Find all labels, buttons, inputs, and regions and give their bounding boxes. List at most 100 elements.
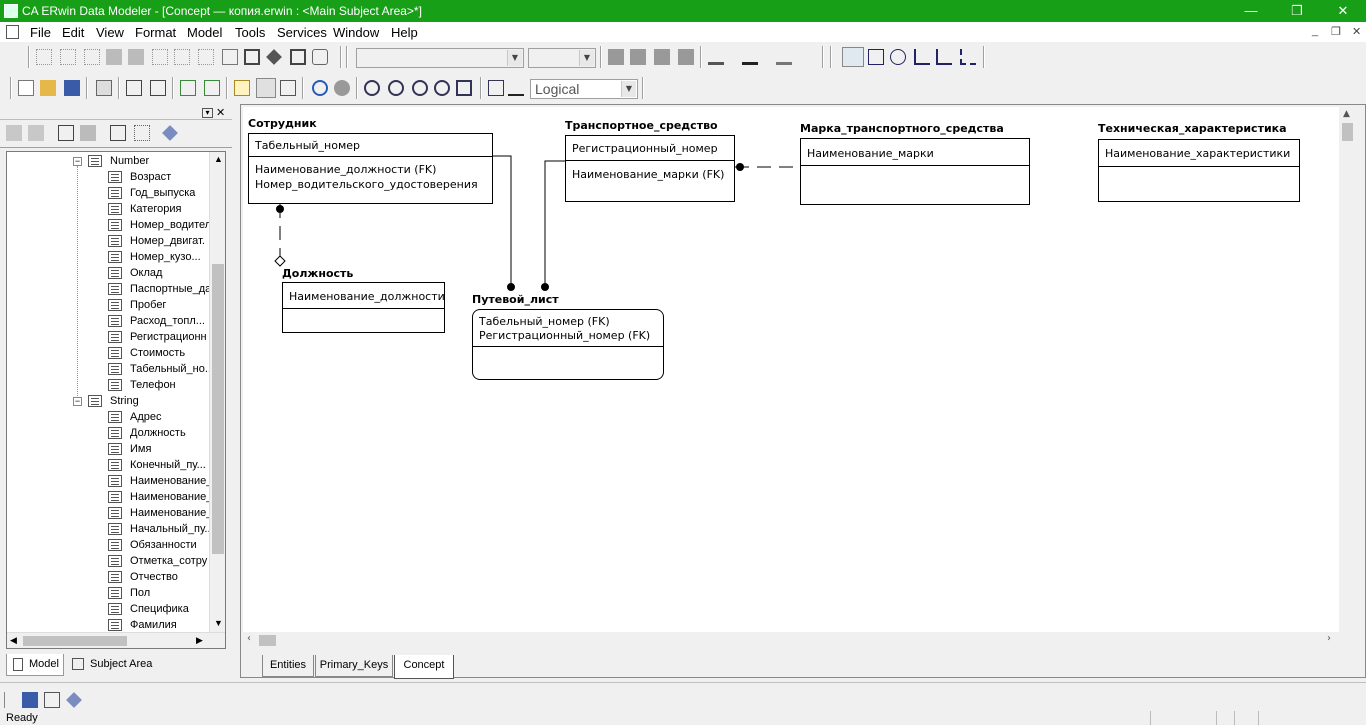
tree-item[interactable]: Начальный_пу... (130, 523, 214, 535)
tree-group-number[interactable]: Number (110, 155, 150, 167)
tree-item[interactable]: Фамилия (130, 619, 177, 631)
tree-item[interactable]: Пол (130, 587, 151, 599)
filter-icon[interactable] (134, 125, 150, 141)
tree-item[interactable]: Отметка_сотру (130, 555, 208, 567)
settings-icon[interactable] (312, 49, 328, 65)
scroll-thumb[interactable] (1342, 123, 1353, 141)
model-tree[interactable]: − Number Возраст Год_выпуска Категория Н… (6, 151, 226, 649)
close-button[interactable]: ✕ (1337, 3, 1349, 18)
tree-item[interactable]: Наименование_ (130, 491, 213, 503)
report-icon[interactable] (44, 692, 60, 708)
zoom-in-icon[interactable] (388, 80, 404, 96)
tree-vertical-scrollbar[interactable]: ▲ ▼ (209, 152, 225, 632)
entity-display-icon[interactable] (234, 80, 250, 96)
diagram-icon[interactable] (488, 80, 504, 96)
tree-item[interactable]: Номер_водител (130, 219, 212, 231)
zoom-out-icon[interactable] (364, 80, 380, 96)
space-vertical-icon[interactable] (198, 49, 214, 65)
tree-item[interactable]: Номер_двигат. (130, 235, 205, 247)
collapse-icon[interactable]: − (73, 396, 82, 406)
identifying-relationship-icon[interactable] (914, 49, 930, 65)
search-icon[interactable] (110, 125, 126, 141)
tree-item[interactable]: Отчество (130, 571, 178, 583)
tree-group-string[interactable]: String (110, 395, 139, 407)
pointer-tool-icon[interactable] (842, 47, 864, 67)
center-icon[interactable] (222, 49, 238, 65)
entity-employee[interactable]: Табельный_номер Наименование_должности (… (248, 133, 493, 204)
save-bottom-icon[interactable] (22, 692, 38, 708)
menu-help[interactable]: Help (391, 25, 418, 40)
properties-icon[interactable] (58, 125, 74, 141)
scroll-down-icon[interactable]: ▼ (214, 618, 223, 628)
stop-icon[interactable] (334, 80, 350, 96)
binoculars-icon[interactable] (126, 80, 142, 96)
menu-file[interactable]: File (30, 25, 51, 40)
diagram-canvas[interactable]: Сотрудник Табельный_номер Наименование_д… (243, 107, 1339, 632)
tree-item[interactable]: Пробег (130, 299, 167, 311)
scroll-thumb[interactable] (23, 636, 127, 646)
tree-item[interactable]: Оклад (130, 267, 163, 279)
scroll-left-icon[interactable]: ‹ (247, 633, 251, 644)
tree-item[interactable]: Табельный_но... (130, 363, 215, 375)
key-display-icon[interactable] (280, 80, 296, 96)
scroll-thumb[interactable] (212, 264, 224, 554)
tree-item[interactable]: Возраст (130, 171, 172, 183)
zoom-area-icon[interactable] (456, 80, 472, 96)
undo-icon[interactable] (312, 80, 328, 96)
scroll-right-icon[interactable]: › (1327, 633, 1331, 644)
attribute-display-icon[interactable] (256, 78, 276, 98)
open-folder-icon[interactable] (40, 80, 56, 96)
domain-icon[interactable] (162, 125, 178, 141)
mdi-close-button[interactable]: ✕ (1352, 26, 1362, 38)
tree-item[interactable]: Паспортные_да (130, 283, 212, 295)
tree-item[interactable]: Стоимость (130, 347, 186, 359)
align-bottom-icon[interactable] (152, 49, 168, 65)
tree-item[interactable]: Конечный_пу... (130, 459, 206, 471)
scroll-thumb[interactable] (259, 635, 276, 646)
entity-position[interactable]: Наименование_должности (282, 282, 445, 333)
delete-icon[interactable] (80, 125, 96, 141)
view-level-select[interactable]: Logical ▼ (530, 79, 638, 99)
tab-entities[interactable]: Entities (262, 655, 314, 677)
align-right-icon[interactable] (84, 49, 100, 65)
tab-concept[interactable]: Concept (394, 655, 454, 679)
menu-services[interactable]: Services (277, 25, 327, 40)
scroll-left-icon[interactable]: ◀ (10, 635, 17, 645)
subtype-tool-icon[interactable] (890, 49, 906, 65)
new-file-icon[interactable] (18, 80, 34, 96)
back-icon[interactable] (6, 125, 22, 141)
save-icon[interactable] (64, 80, 80, 96)
align-middle-icon[interactable] (128, 49, 144, 65)
diagram-horizontal-scrollbar[interactable]: ‹ › (243, 632, 1339, 649)
entity-spec[interactable]: Наименование_характеристики (1098, 139, 1300, 202)
many-to-many-relationship-icon[interactable] (936, 49, 952, 65)
diagram-menu-icon[interactable] (508, 80, 524, 96)
menu-model[interactable]: Model (187, 25, 223, 40)
forward-icon[interactable] (28, 125, 44, 141)
zoom-fit-icon[interactable] (434, 80, 450, 96)
layout-icon[interactable] (244, 49, 260, 65)
menu-edit[interactable]: Edit (62, 25, 85, 40)
mdi-minimize-button[interactable]: _ (1312, 25, 1319, 37)
minimize-button[interactable]: — (1244, 3, 1258, 18)
tree-item[interactable]: Специфика (130, 603, 189, 615)
maximize-button[interactable]: ❐ (1291, 3, 1303, 18)
entity-brand[interactable]: Наименование_марки (800, 138, 1030, 205)
pane-close-icon[interactable]: ✕ (216, 106, 226, 119)
relationship-line-vehicle-waybill[interactable] (544, 160, 565, 287)
diamond-icon[interactable] (266, 49, 282, 65)
tab-subject-area[interactable]: Subject Area (68, 654, 164, 674)
strikeout-icon[interactable] (678, 49, 694, 65)
zoom-normal-icon[interactable] (412, 80, 428, 96)
tree-item[interactable]: Телефон (130, 379, 176, 391)
find-replace-icon[interactable] (150, 80, 166, 96)
tree-item[interactable]: Наименование_ (130, 475, 213, 487)
collapse-icon[interactable]: − (73, 156, 82, 166)
diagram-vertical-scrollbar[interactable]: ▲ (1339, 107, 1356, 632)
tree-item[interactable]: Категория (130, 203, 182, 215)
bold-icon[interactable] (608, 49, 624, 65)
italic-icon[interactable] (630, 49, 646, 65)
tree-horizontal-scrollbar[interactable]: ◀ ▶ (7, 632, 225, 648)
non-identifying-relationship-icon[interactable] (960, 49, 976, 65)
tab-model[interactable]: Model (6, 654, 64, 676)
